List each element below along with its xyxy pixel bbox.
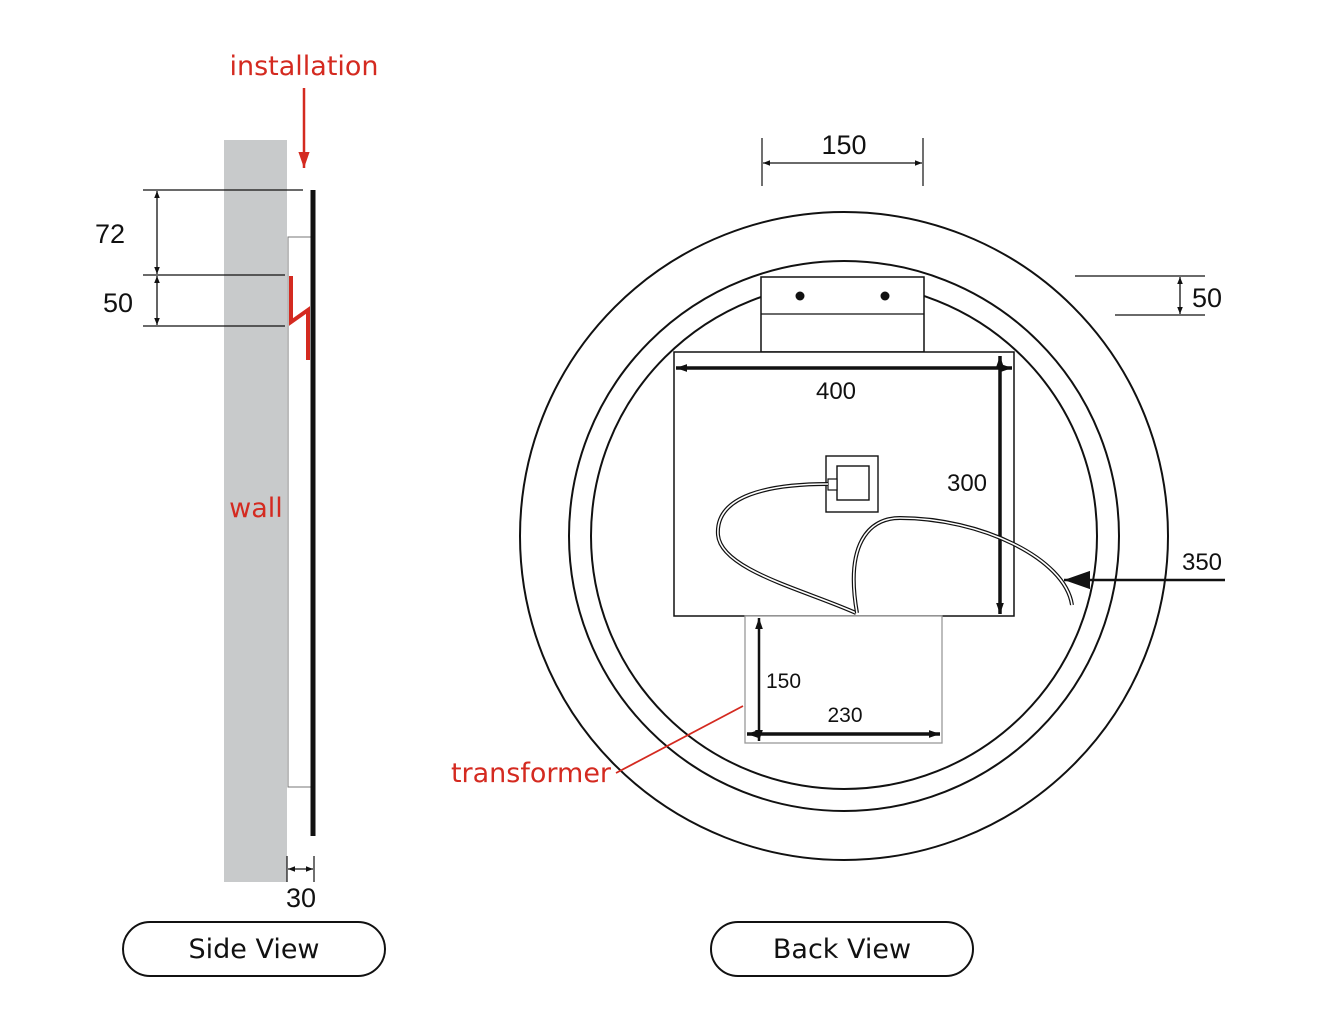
switch-box-inner	[836, 465, 870, 501]
cable-right-inner	[852, 517, 1073, 614]
dim-300-label: 300	[947, 470, 987, 497]
transformer-leader-line	[615, 705, 744, 774]
transformer-box	[744, 615, 943, 744]
mirror-outer-ring	[519, 211, 1169, 861]
wall-block	[224, 140, 287, 882]
dim-230-label: 230	[827, 704, 862, 727]
back-view-title-box	[710, 921, 974, 977]
cable-left-inner	[717, 483, 857, 614]
mirror-middle-ring	[568, 260, 1120, 812]
side-view-title: Side View	[188, 934, 319, 965]
back-view: 150 400 300 150 230 transformer	[451, 130, 1225, 977]
dim-150-transformer-label: 150	[766, 670, 801, 693]
dim-50-ring-label: 50	[1192, 283, 1222, 313]
installation-label: installation	[229, 51, 378, 82]
wall-label: wall	[229, 493, 283, 524]
dim-400-label: 400	[816, 378, 856, 405]
bracket-screw-hole-right	[880, 291, 890, 301]
dim-350-label: 350	[1182, 549, 1222, 576]
dim-72-label: 72	[95, 219, 125, 249]
side-view-title-box	[122, 921, 386, 977]
switch-connector	[827, 478, 838, 491]
bracket-screw-hole-left	[795, 291, 805, 301]
dim-30-label: 30	[286, 883, 316, 913]
back-view-title: Back View	[773, 934, 911, 965]
side-view: installation wall 72 50 30 Side View	[95, 51, 386, 977]
dim-150-top-label: 150	[821, 130, 866, 160]
transformer-label: transformer	[451, 758, 612, 789]
hook-icon	[289, 276, 310, 360]
dim-50-side-label: 50	[103, 288, 133, 318]
